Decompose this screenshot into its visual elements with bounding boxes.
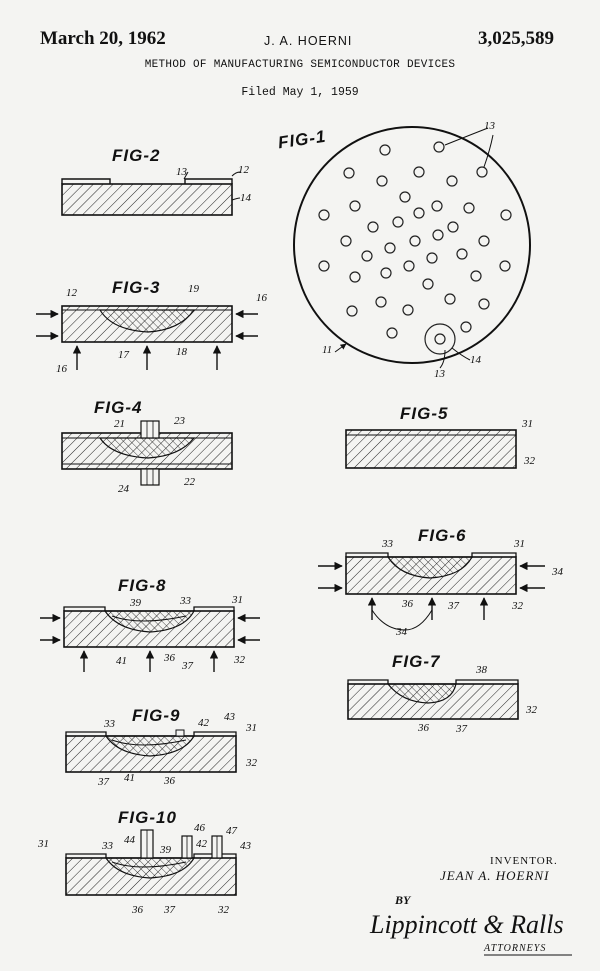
- attorney-signature: Lippincott & Ralls: [370, 910, 564, 939]
- filed-date: Filed May 1, 1959: [241, 86, 359, 99]
- ref-numeral: 31: [514, 538, 525, 550]
- ref-numeral: 12: [66, 287, 77, 299]
- ref-numeral: 36: [164, 775, 175, 787]
- ref-numeral: 32: [524, 455, 535, 467]
- fig4-section: [61, 420, 233, 486]
- fig8-section: [40, 606, 260, 672]
- ref-numeral: 13: [434, 368, 445, 380]
- ref-numeral: 36: [402, 598, 413, 610]
- ref-numeral: 19: [188, 283, 199, 295]
- ref-numeral: 17: [118, 349, 129, 361]
- ref-numeral: 43: [240, 840, 251, 852]
- ref-numeral: 13: [484, 120, 495, 132]
- ref-numeral: 18: [176, 346, 187, 358]
- ref-numeral: 37: [164, 904, 175, 916]
- ref-numeral: 32: [234, 654, 245, 666]
- ref-numeral: 46: [194, 822, 205, 834]
- ref-numeral: 38: [476, 664, 487, 676]
- fig2-label: FIG-2: [112, 146, 161, 165]
- fig7-label: FIG-7: [392, 652, 441, 671]
- ref-numeral: 36: [132, 904, 143, 916]
- by-label: BY: [395, 893, 411, 907]
- fig5-label: FIG-5: [400, 404, 449, 423]
- ref-numeral: 16: [56, 363, 67, 375]
- ref-numeral: 16: [256, 292, 267, 304]
- patent-title: METHOD OF MANUFACTURING SEMICONDUCTOR DE…: [144, 59, 456, 71]
- fig4-label: FIG-4: [94, 398, 143, 417]
- ref-numeral: 31: [38, 838, 49, 850]
- fig1-wafer: [293, 126, 531, 369]
- fig9-section: [65, 729, 237, 773]
- ref-numeral: 32: [512, 600, 523, 612]
- ref-numeral: 41: [124, 772, 135, 784]
- patent-date: March 20, 1962: [40, 28, 166, 49]
- ref-numeral: 41: [116, 655, 127, 667]
- ref-numeral: 42: [196, 838, 207, 850]
- patent-number: 3,025,589: [478, 28, 554, 49]
- ref-numeral: 32: [526, 704, 537, 716]
- inventor-name: JEAN A. HOERNI: [440, 868, 550, 883]
- ref-numeral: 24: [118, 483, 129, 495]
- ref-numeral: 37: [98, 776, 109, 788]
- ref-numeral: 21: [114, 418, 125, 430]
- fig10-section: [65, 829, 237, 896]
- ref-numeral: 36: [164, 652, 175, 664]
- fig10-label: FIG-10: [118, 808, 177, 827]
- ref-numeral: 32: [246, 757, 257, 769]
- fig6-label: FIG-6: [418, 526, 467, 545]
- ref-numeral: 34: [396, 626, 407, 638]
- inventor-label: INVENTOR.: [490, 855, 558, 867]
- fig7-section: [347, 679, 519, 720]
- ref-numeral: 31: [246, 722, 257, 734]
- fig8-label: FIG-8: [118, 576, 167, 595]
- ref-numeral: 14: [470, 354, 481, 366]
- ref-numeral: 22: [184, 476, 195, 488]
- ref-numeral: 33: [180, 595, 191, 607]
- ref-numeral: 31: [522, 418, 533, 430]
- ref-numeral: 43: [224, 711, 235, 723]
- fig6-section: [318, 552, 545, 631]
- fig3-section: [36, 305, 258, 370]
- ref-numeral: 11: [322, 344, 333, 356]
- ref-numeral: 31: [232, 594, 243, 606]
- ref-numeral: 33: [382, 538, 393, 550]
- ref-numeral: 32: [218, 904, 229, 916]
- ref-numeral: 39: [160, 844, 171, 856]
- ref-numeral: 34: [552, 566, 563, 578]
- fig2-section: [61, 171, 241, 216]
- fig5-section: [345, 429, 517, 469]
- attorneys-label: ATTORNEYS: [484, 943, 547, 954]
- ref-numeral: 23: [174, 415, 185, 427]
- ref-numeral: 12: [238, 164, 249, 176]
- inventor-header: J. A. HOERNI: [264, 34, 353, 48]
- fig9-label: FIG-9: [132, 706, 181, 725]
- ref-numeral: 13: [176, 166, 187, 178]
- ref-numeral: 42: [198, 717, 209, 729]
- fig1-dots: [318, 141, 512, 355]
- ref-numeral: 33: [104, 718, 115, 730]
- ref-numeral: 14: [240, 192, 251, 204]
- ref-numeral: 36: [418, 722, 429, 734]
- ref-numeral: 33: [102, 840, 113, 852]
- ref-numeral: 39: [130, 597, 141, 609]
- fig3-label: FIG-3: [112, 278, 161, 297]
- ref-numeral: 37: [448, 600, 459, 612]
- ref-numeral: 37: [182, 660, 193, 672]
- ref-numeral: 47: [226, 825, 237, 837]
- ref-numeral: 44: [124, 834, 135, 846]
- ref-numeral: 37: [456, 723, 467, 735]
